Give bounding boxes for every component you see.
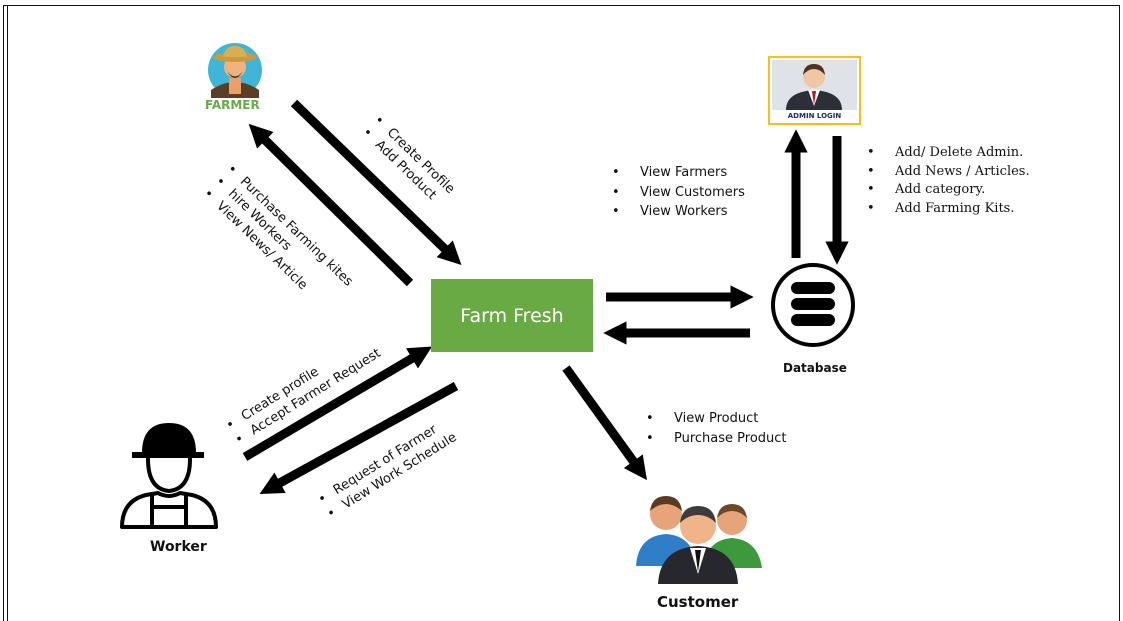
list-item: View Customers	[606, 183, 745, 203]
frame-top	[3, 5, 1120, 6]
worker-icon	[120, 423, 218, 529]
admin-login-label: ADMIN LOGIN	[787, 112, 842, 120]
list-item: Add News / Articles.	[861, 163, 1030, 182]
admin-actions-list: Add/ Delete Admin. Add News / Articles. …	[861, 144, 1030, 218]
arrow-worker-to-center	[242, 346, 433, 461]
list-item: View Workers	[606, 202, 745, 222]
arrow-center-to-customer	[562, 365, 647, 481]
database-label: Database	[783, 361, 847, 375]
farm-fresh-label: Farm Fresh	[460, 304, 564, 327]
arrow-center-to-worker	[259, 382, 459, 495]
farmer-icon	[208, 43, 262, 98]
worker-label: Worker	[150, 539, 207, 555]
admin-login-card: ADMIN LOGIN	[768, 56, 861, 125]
farm-fresh-box: Farm Fresh	[431, 279, 593, 352]
frame-right	[1119, 5, 1120, 621]
list-item: Purchase Product	[640, 429, 787, 449]
customer-group-icon	[636, 496, 762, 584]
customer-actions-list: View Product Purchase Product	[640, 409, 787, 448]
customer-label: Customer	[657, 593, 739, 611]
list-item: View Product	[640, 409, 787, 429]
list-item: Add/ Delete Admin.	[861, 144, 1030, 163]
farmer-label: FARMER	[205, 98, 260, 112]
list-item: View Farmers	[606, 163, 745, 183]
database-icon	[771, 263, 855, 347]
database-views-list: View Farmers View Customers View Workers	[606, 163, 745, 222]
frame-left-inner	[7, 5, 8, 621]
admin-avatar-icon	[772, 60, 857, 110]
arrow-center-to-farmer	[248, 123, 414, 287]
list-item: Add Farming Kits.	[861, 200, 1030, 219]
list-item: Add category.	[861, 181, 1030, 200]
frame-left-outer	[3, 5, 4, 621]
arrow-farmer-to-center	[290, 99, 462, 266]
